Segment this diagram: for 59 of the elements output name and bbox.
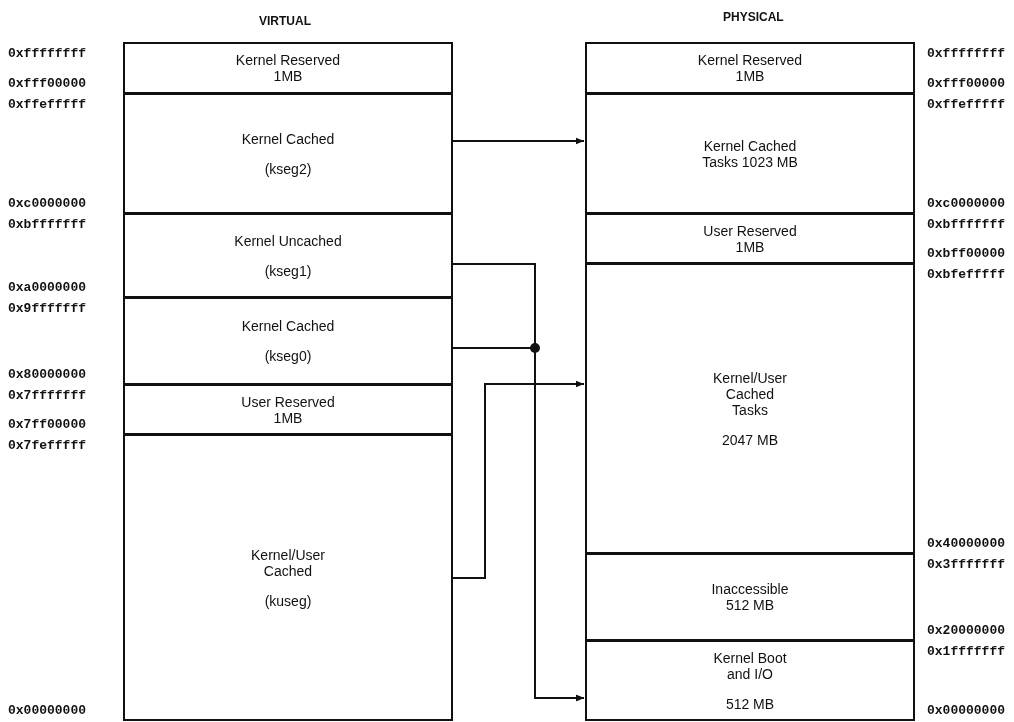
column-heading: VIRTUAL [259,14,311,28]
address-label: 0x7fefffff [8,438,86,453]
address-label: 0x3fffffff [927,557,1005,572]
address-label: 0xbfefffff [927,267,1005,282]
column-heading: PHYSICAL [723,10,784,24]
memory-segment [123,434,453,721]
memory-segment [123,42,453,94]
address-label: 0x20000000 [927,623,1005,638]
address-label: 0x80000000 [8,367,86,382]
address-label: 0xc0000000 [927,196,1005,211]
address-label: 0x9fffffff [8,301,86,316]
segment-label: 2047 MB [720,431,779,448]
segment-label: Kernel Reserved 1MB [234,52,342,84]
address-label: 0x00000000 [8,703,86,718]
memory-segment [585,553,915,641]
segment-label: User Reserved 1MB [240,393,336,426]
memory-segment [585,263,915,554]
address-label: 0x1fffffff [927,644,1005,659]
segment-label: Kernel Cached [241,318,335,334]
address-label: 0xbff00000 [927,246,1005,261]
segment-label: Kernel Cached Tasks 1023 MB [701,137,799,170]
segment-label: Kernel Cached [241,130,335,147]
arrow [452,380,585,579]
memory-segment [585,93,915,214]
address-label: 0x7ff00000 [8,417,86,432]
segment-label: Kernel Boot and I/O [712,649,788,682]
address-label: 0xffffffff [8,46,86,61]
arrow [452,137,585,145]
address-label: 0x00000000 [927,703,1005,718]
address-label: 0xc0000000 [8,196,86,211]
address-label: 0xfff00000 [8,76,86,91]
memory-segment [123,93,453,214]
address-label: 0xa0000000 [8,280,86,295]
segment-label: Kernel/User Cached Tasks [712,369,788,418]
segment-label: Kernel Uncached [234,232,342,249]
address-label: 0xbfffffff [8,217,86,232]
address-label: 0x40000000 [927,536,1005,551]
memory-segment [585,640,915,721]
segment-label: Inaccessible 512 MB [710,581,790,613]
segment-label: Kernel Reserved 1MB [696,52,804,84]
address-label: 0xffffffff [927,46,1005,61]
address-label: 0x7fffffff [8,388,86,403]
segment-label: (kuseg) [263,592,313,609]
address-label: 0xffefffff [8,97,86,112]
segment-label: (kseg2) [264,160,312,177]
segment-label: Kernel/User Cached [250,546,326,579]
memory-segment [585,42,915,94]
memory-segment [123,297,453,385]
segment-label: (kseg1) [264,262,312,279]
memory-segment [585,213,915,264]
address-label: 0xffefffff [927,97,1005,112]
memory-segment [123,213,453,298]
segment-label: 512 MB [724,695,776,712]
memory-segment [123,384,453,435]
arrow [452,347,585,702]
segment-label: (kseg0) [264,348,312,364]
address-label: 0xfff00000 [927,76,1005,91]
address-label: 0xbfffffff [927,217,1005,232]
segment-label: User Reserved 1MB [702,222,798,255]
